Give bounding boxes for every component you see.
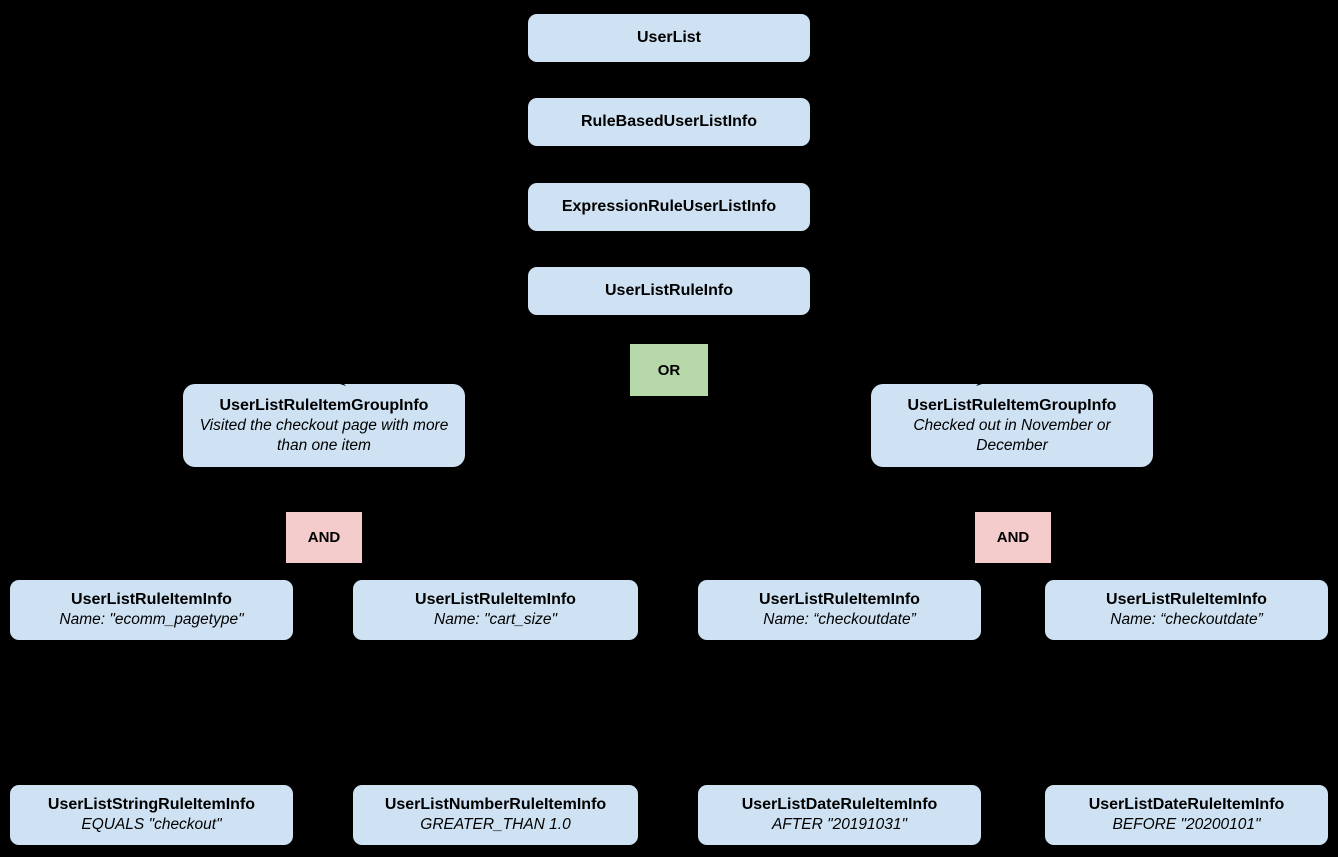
node-userlist-label: UserList [636,29,702,46]
leaf-1-title: UserListStringRuleItemInfo [47,796,256,813]
group-right-description: Checked out in November or December [913,416,1111,454]
leaf-2-description: GREATER_THAN 1.0 [420,816,571,833]
rule-item-1-title: UserListRuleItemInfo [71,591,232,608]
leaf-2-title: UserListNumberRuleItemInfo [384,796,607,813]
leaf-node-number-rule: UserListNumberRuleItemInfo GREATER_THAN … [353,785,638,845]
rule-item-node-2: UserListRuleItemInfo Name: "cart_size" [353,580,638,640]
rule-item-4-title: UserListRuleItemInfo [1106,591,1267,608]
leaf-node-string-rule: UserListStringRuleItemInfo EQUALS "check… [10,785,293,845]
and-operator-left-box: AND [286,512,362,563]
or-operator-box: OR [630,344,708,396]
node-expressionruleuserlistinfo-label: ExpressionRuleUserListInfo [561,198,777,215]
leaf-3-title: UserListDateRuleItemInfo [741,796,938,813]
leaf-1-description: EQUALS "checkout" [81,816,222,833]
node-expressionruleuserlistinfo: ExpressionRuleUserListInfo [528,183,810,231]
leaf-3-description: AFTER "20191031" [771,816,908,833]
or-operator-label: OR [657,361,681,379]
node-userlistruleinfo: UserListRuleInfo [528,267,810,315]
rule-item-node-3: UserListRuleItemInfo Name: “checkoutdate… [698,580,981,640]
rule-item-3-description: Name: “checkoutdate” [763,611,916,628]
rule-item-node-4: UserListRuleItemInfo Name: “checkoutdate… [1045,580,1328,640]
node-rulebaseduserlistinfo-label: RuleBasedUserListInfo [580,113,758,130]
rule-item-3-title: UserListRuleItemInfo [759,591,920,608]
rule-item-1-description: Name: "ecomm_pagetype" [59,611,244,628]
group-node-right: UserListRuleItemGroupInfo Checked out in… [871,384,1153,467]
leaf-node-date-rule-after: UserListDateRuleItemInfo AFTER "20191031… [698,785,981,845]
group-right-title: UserListRuleItemGroupInfo [907,396,1117,414]
and-operator-right-label: AND [996,529,1030,546]
node-userlistruleinfo-label: UserListRuleInfo [604,282,733,299]
rule-item-2-title: UserListRuleItemInfo [415,591,576,608]
and-operator-left-label: AND [307,529,341,546]
group-node-left: UserListRuleItemGroupInfo Visited the ch… [183,384,465,467]
group-left-title: UserListRuleItemGroupInfo [219,396,429,414]
node-userlist: UserList [528,14,810,62]
rule-item-4-description: Name: “checkoutdate” [1110,611,1263,628]
rule-item-2-description: Name: "cart_size" [434,611,557,628]
leaf-node-date-rule-before: UserListDateRuleItemInfo BEFORE "2020010… [1045,785,1328,845]
node-rulebaseduserlistinfo: RuleBasedUserListInfo [528,98,810,146]
and-operator-right-box: AND [975,512,1051,563]
leaf-4-title: UserListDateRuleItemInfo [1088,796,1285,813]
group-left-description: Visited the checkout page with more than… [199,416,449,454]
rule-item-node-1: UserListRuleItemInfo Name: "ecomm_pagety… [10,580,293,640]
leaf-4-description: BEFORE "20200101" [1112,816,1261,833]
